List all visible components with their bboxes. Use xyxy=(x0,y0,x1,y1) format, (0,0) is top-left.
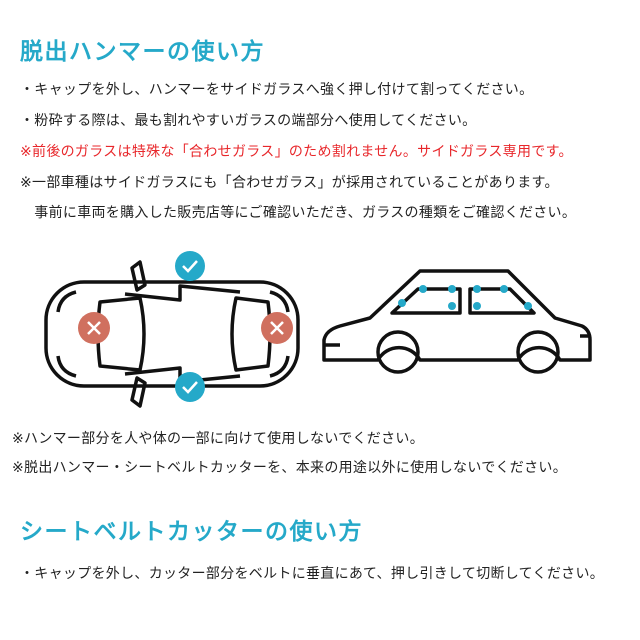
break-point-dots xyxy=(398,285,532,310)
cutter-usage-title: シートベルトカッターの使い方 xyxy=(20,519,363,545)
instruction-line: ・キャップを外し、ハンマーをサイドガラスへ強く押し付けて割ってください。 xyxy=(20,82,534,98)
ng-cross-icon xyxy=(261,312,293,344)
instruction-line: ・キャップを外し、カッター部分をベルトに垂直にあて、押し引きして切断してください… xyxy=(20,566,605,582)
caution-line: ※脱出ハンマー・シートベルトカッターを、本来の用途以外に使用しないでください。 xyxy=(12,460,568,476)
ng-cross-icon xyxy=(78,312,110,344)
note-line: ※一部車種はサイドガラスにも「合わせガラス」が採用されていることがあります。 xyxy=(20,175,559,191)
warning-line: ※前後のガラスは特殊な「合わせガラス」のため割れません。サイドガラス専用です。 xyxy=(20,144,573,160)
caution-line: ※ハンマー部分を人や体の一部に向けて使用しないでください。 xyxy=(12,431,425,447)
instruction-line: ・粉砕する際は、最も割れやすいガラスの端部分へ使用してください。 xyxy=(20,113,477,129)
hammer-usage-title: 脱出ハンマーの使い方 xyxy=(20,39,265,65)
car-side-view-illustration xyxy=(322,269,592,374)
ok-check-icon xyxy=(175,372,205,402)
note-line: 事前に車両を購入した販売店等にご確認いただき、ガラスの種類をご確認ください。 xyxy=(20,205,577,221)
ok-check-icon xyxy=(175,251,205,281)
